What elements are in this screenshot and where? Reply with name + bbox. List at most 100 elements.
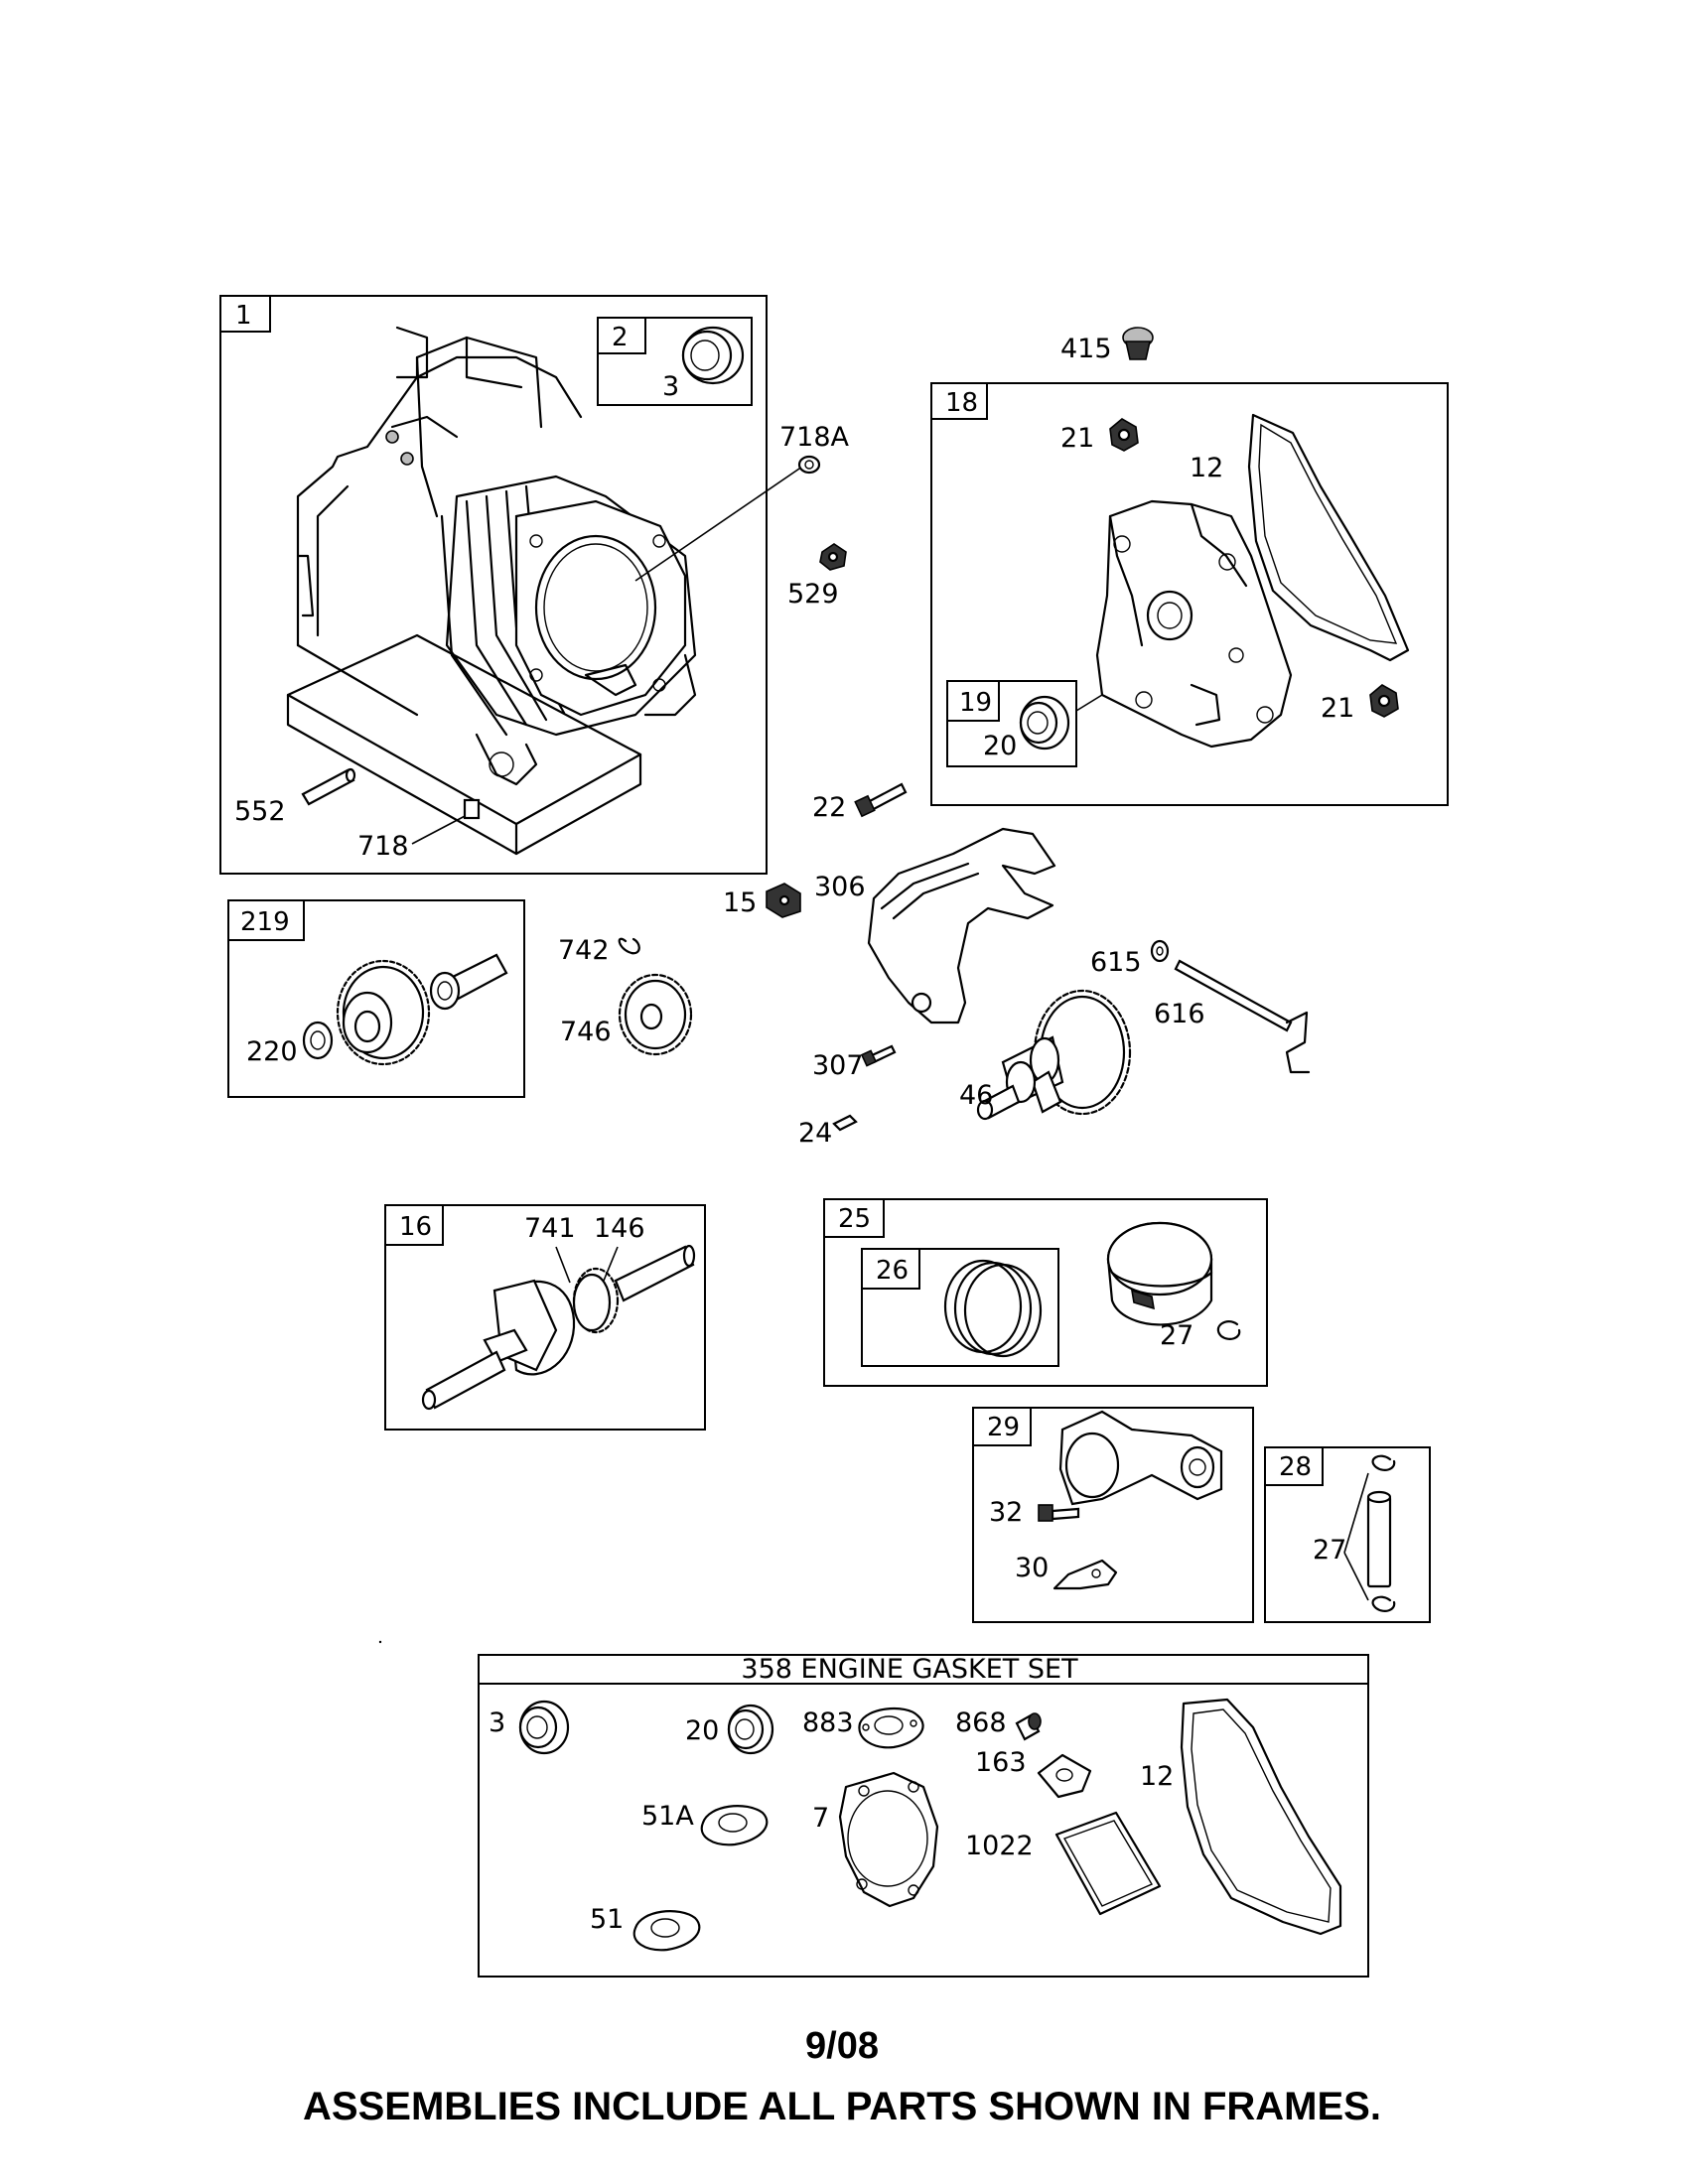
part-label-30: 30 bbox=[1015, 1553, 1049, 1583]
piston-rings-drawing bbox=[943, 1259, 1043, 1358]
frame-25-piston-assembly: 25 26 27 bbox=[823, 1198, 1268, 1387]
part-label-718: 718 bbox=[357, 831, 409, 862]
part-label-27-pin: 27 bbox=[1313, 1535, 1346, 1566]
frame-219-number: 219 bbox=[240, 907, 290, 937]
bolt-32-drawing bbox=[1038, 1504, 1080, 1522]
piston-drawing bbox=[1106, 1221, 1213, 1326]
crankshaft-drawing bbox=[421, 1244, 696, 1411]
key-24-drawing bbox=[832, 1114, 858, 1132]
retainer-27-top-drawing bbox=[1371, 1454, 1396, 1471]
frame-1-border bbox=[219, 295, 768, 875]
frame-25-number: 25 bbox=[838, 1204, 871, 1234]
leader-19 bbox=[1075, 694, 1103, 712]
retainer-27-drawing bbox=[1216, 1320, 1241, 1340]
oil-seal-20-drawing bbox=[1019, 695, 1070, 751]
plug-21-top-drawing bbox=[1109, 418, 1139, 452]
part-label-746: 746 bbox=[560, 1017, 612, 1047]
gasket-label-163: 163 bbox=[975, 1747, 1027, 1778]
stray-dot bbox=[378, 1640, 382, 1644]
part-label-615: 615 bbox=[1090, 947, 1142, 978]
part-label-718A: 718A bbox=[779, 422, 850, 453]
frame-26-number: 26 bbox=[876, 1256, 909, 1286]
frame-219-governor-assembly: 219 220 bbox=[227, 899, 525, 1098]
piston-pin-drawing bbox=[1366, 1490, 1392, 1588]
frame-16-tag bbox=[384, 1204, 444, 1246]
dipper-30-drawing bbox=[1052, 1559, 1118, 1590]
frame-16-number: 16 bbox=[399, 1212, 432, 1242]
frame-19-tag bbox=[946, 680, 1000, 722]
camshaft-46-drawing bbox=[976, 989, 1132, 1121]
frame-25-border bbox=[823, 1198, 1268, 1387]
part-label-529: 529 bbox=[787, 579, 839, 610]
frame-18-sump-assembly: 18 21 12 21 bbox=[930, 382, 1449, 806]
part-label-616: 616 bbox=[1154, 999, 1205, 1029]
gasket-label-51: 51 bbox=[590, 1904, 624, 1935]
plug-529-drawing bbox=[819, 543, 847, 571]
gasket-set-frame: 358 ENGINE GASKET SET 3 20 883 868 163 bbox=[478, 1654, 1369, 1978]
part-label-15: 15 bbox=[723, 887, 757, 918]
gasket-51A-drawing bbox=[700, 1805, 769, 1846]
part-label-12-sump: 12 bbox=[1190, 453, 1223, 483]
frame-18-border bbox=[930, 382, 1449, 806]
frame-1-tag bbox=[219, 295, 271, 333]
frame-28-tag bbox=[1264, 1446, 1324, 1486]
part-label-46: 46 bbox=[959, 1080, 993, 1111]
frame-16-crankshaft-assembly: 16 741 146 bbox=[384, 1204, 706, 1431]
leader-718 bbox=[411, 813, 470, 845]
frame-18-tag bbox=[930, 382, 988, 420]
frame-28-piston-pin-assembly: 28 27 bbox=[1264, 1446, 1431, 1623]
gasket-label-12: 12 bbox=[1140, 1761, 1174, 1792]
oil-seal-3-drawing bbox=[681, 326, 745, 385]
washer-220-drawing bbox=[302, 1021, 334, 1060]
gasket-7-head-drawing bbox=[838, 1771, 939, 1908]
retainer-27-bottom-drawing bbox=[1371, 1595, 1396, 1612]
part-label-22: 22 bbox=[812, 792, 846, 823]
frame-29-number: 29 bbox=[987, 1413, 1020, 1442]
washer-615-drawing bbox=[1150, 939, 1170, 963]
gasket-label-51A: 51A bbox=[641, 1801, 694, 1832]
part-label-552: 552 bbox=[234, 796, 286, 827]
gasket-868-drawing bbox=[1015, 1712, 1042, 1741]
gasket-set-title: 358 ENGINE GASKET SET bbox=[741, 1654, 1078, 1685]
bolt-22-drawing bbox=[854, 782, 908, 818]
frame-28-border bbox=[1264, 1446, 1431, 1623]
gasket-12-drawing bbox=[1180, 1698, 1342, 1936]
sump-cover-drawing bbox=[1095, 499, 1293, 749]
oil-seal-20-gasket-drawing bbox=[727, 1704, 774, 1755]
gasket-label-868: 868 bbox=[955, 1707, 1007, 1738]
leader-718A bbox=[634, 466, 803, 582]
frame-19-number: 19 bbox=[959, 688, 992, 718]
oil-seal-3-gasket-drawing bbox=[518, 1700, 570, 1755]
governor-gear-drawing bbox=[336, 959, 431, 1066]
frame-16-border bbox=[384, 1204, 706, 1431]
frame-19-border bbox=[946, 680, 1077, 767]
part-label-3: 3 bbox=[662, 371, 679, 402]
sump-gasket-drawing bbox=[1247, 413, 1410, 662]
clip-742-drawing bbox=[618, 937, 640, 955]
part-label-307: 307 bbox=[812, 1050, 864, 1081]
gear-746-drawing bbox=[618, 973, 693, 1056]
frame-28-number: 28 bbox=[1279, 1452, 1312, 1482]
pin-552-drawing bbox=[301, 767, 356, 806]
dowel-718-drawing bbox=[463, 798, 481, 820]
plug-415-drawing bbox=[1122, 327, 1154, 360]
plug-15-drawing bbox=[766, 883, 801, 918]
frame-1-number: 1 bbox=[235, 301, 252, 331]
frame-25-tag bbox=[823, 1198, 885, 1238]
gasket-label-7: 7 bbox=[812, 1803, 829, 1834]
gasket-51-drawing bbox=[632, 1910, 701, 1952]
part-label-742: 742 bbox=[558, 935, 610, 966]
frame-29-border bbox=[972, 1407, 1254, 1623]
dowel-718A-drawing bbox=[797, 455, 821, 475]
part-label-24: 24 bbox=[798, 1118, 832, 1149]
frame-1-cylinder-assembly: 1 2 3 bbox=[219, 295, 768, 875]
part-label-21-top: 21 bbox=[1060, 423, 1094, 454]
assemblies-note: ASSEMBLIES INCLUDE ALL PARTS SHOWN IN FR… bbox=[303, 2085, 1381, 2128]
frame-2-tag bbox=[597, 317, 646, 354]
gasket-set-border bbox=[478, 1654, 1369, 1978]
part-label-21-bottom: 21 bbox=[1321, 693, 1354, 724]
frame-26-border bbox=[861, 1248, 1059, 1367]
frame-219-tag bbox=[227, 899, 305, 941]
part-label-306: 306 bbox=[814, 872, 866, 902]
screw-307-drawing bbox=[860, 1044, 897, 1067]
